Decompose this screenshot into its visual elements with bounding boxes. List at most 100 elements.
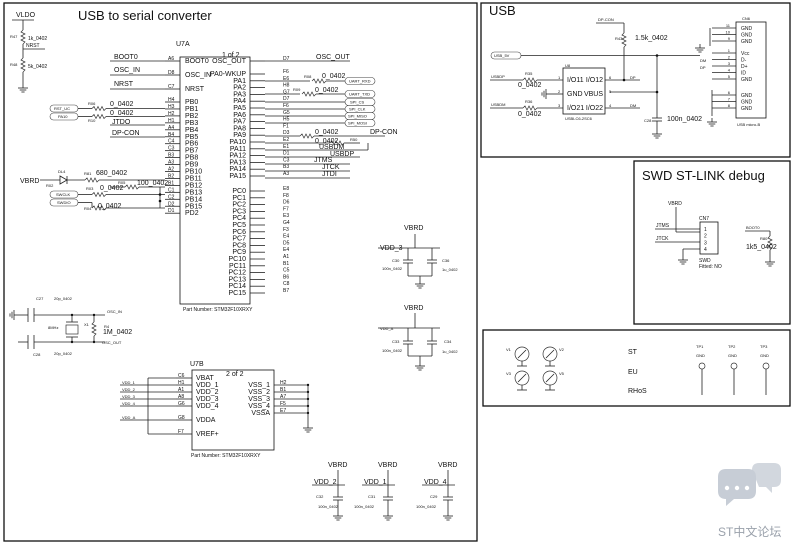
c31-ref: C31 <box>368 494 376 499</box>
u7b-right-pin-name: VSS_4 <box>248 403 270 410</box>
c31-value: 100n_0402 <box>354 504 375 509</box>
u7a-part-of: 1 of 2 <box>222 52 240 59</box>
u7a-right-pin-name: PC7 <box>232 236 246 243</box>
r-usbdp-ref: R35 <box>525 71 533 76</box>
c34-ref: C34 <box>444 339 452 344</box>
u7a-right-pins: D7OSC_OUTF6PA0-WKUPE6PA1H8PA2G7PA3D7PA4F… <box>210 56 290 297</box>
r-pa9-value: 0_0402 <box>315 129 338 136</box>
usb-serial-panel <box>3 2 478 542</box>
u7b-left-pin-name: VBAT <box>196 375 214 382</box>
c-usb-ref: C28 <box>644 118 652 123</box>
c30-ref: C30 <box>392 258 400 263</box>
u7a-right-pin-num: H8 <box>283 83 290 89</box>
usb-conn-pin-num: 5 <box>728 74 731 79</box>
u7a-left-pin-name: PB9 <box>185 162 198 169</box>
u7a-right-pin-num: E6 <box>283 76 289 82</box>
usb-panel <box>480 2 791 158</box>
usbdm-net-u7a: USBDM <box>319 144 344 151</box>
u7a-right-pin-name: PA9 <box>233 132 246 139</box>
u7a-left-pin-num: C3 <box>168 146 175 152</box>
usb-serial-title: USB to serial converter <box>78 8 212 23</box>
usb-conn-pin-name: Vcc <box>741 51 750 57</box>
watermark-text: ST中文论坛 <box>718 524 781 539</box>
r-100-value: 100_0402 <box>137 180 168 187</box>
u7a-right-pin-name: PA15 <box>229 173 246 180</box>
led-ref: DL4 <box>58 169 66 174</box>
u7b-right-pin-name: VSS_1 <box>248 382 270 389</box>
u7a-left-pin-name: PB7 <box>185 148 198 155</box>
spi-cs-tag: SPI_CS <box>350 100 365 105</box>
u7a-left-pin-num: C1 <box>168 187 175 193</box>
r-swdio-ref: R04 <box>84 206 92 211</box>
u7a-right-pin-name: PA14 <box>229 166 246 173</box>
rst-uc-tag: RST_UC <box>54 106 70 111</box>
swd-jtms: JTMS <box>656 223 670 229</box>
dp-con-net-left: DP-CON <box>112 130 140 137</box>
usb-conn-pin-name: GND <box>741 26 753 32</box>
vbrd-c33-label: VBRD <box>404 305 423 312</box>
legend-rhos: RHoS <box>628 388 647 395</box>
vdd1-net: VDD_1 <box>364 479 387 486</box>
legend-switch-ref: V1 <box>506 347 512 352</box>
u7b-net-label: VDD_A <box>122 415 136 420</box>
u7a-ref: U7A <box>176 41 190 48</box>
u7a-right-pin-name: PA0-WKUP <box>210 71 246 78</box>
legend-switch-ref: V2 <box>559 347 565 352</box>
c33-value: 100n_0402 <box>382 348 403 353</box>
u7a-right-pin-name: PA8 <box>233 125 246 132</box>
u7a-right-pin-name: PC0 <box>232 188 246 195</box>
u7a-left-pin-name: PB8 <box>185 155 198 162</box>
c36-value: 1u_0402 <box>442 267 458 272</box>
u7a-right-pin-num: C8 <box>283 281 290 287</box>
u7a-right-pin-num: F8 <box>283 193 289 199</box>
r-pa10b-ref: R50 <box>350 137 358 142</box>
usb-conn-pin-name: GND <box>741 39 753 45</box>
vbrd-c31-label: VBRD <box>378 462 397 469</box>
r-pa10b-value: 0_0402 <box>315 138 338 145</box>
usbdm-usb: USBDM <box>491 102 505 107</box>
cn7-pin-num: 2 <box>704 234 707 240</box>
r-txd-ref: R09 <box>293 87 301 92</box>
jtdi-net: JTDI <box>322 171 337 178</box>
usblc-right-pin-num: 4 <box>609 103 612 108</box>
u7b-left-pin-name: VREF+ <box>196 431 219 438</box>
u7a-right-pin-num: D6 <box>283 200 290 206</box>
legend-tp-ring <box>762 362 770 370</box>
legend-switch-knob <box>545 349 555 359</box>
u7a-right-pin-num: C3 <box>283 157 290 163</box>
r-usbdp-value: 0_0402 <box>518 82 541 89</box>
led-r-ref: R81 <box>84 171 92 176</box>
c27-value: 20p_0402 <box>54 296 73 301</box>
jtms-net: JTMS <box>314 157 333 164</box>
u7a-right-pin-num: D1 <box>283 151 290 157</box>
legend-switch-knob <box>517 373 527 383</box>
u7b-left-pin-name: VDD_2 <box>196 389 219 396</box>
r-1m-ref: R4 <box>104 324 110 329</box>
legend-tp-net: GND <box>760 353 769 358</box>
spi-miso-tag: SPI_MISO <box>348 114 367 119</box>
u7a-left-pin-num: A6 <box>168 56 174 62</box>
legend-switch-ref: V5 <box>559 371 565 376</box>
r-boot-ref: R80 <box>760 236 768 241</box>
u7b-right-pin-name: VSSA <box>251 410 270 417</box>
legend-eu: EU <box>628 369 638 376</box>
legend-tp-ref: TP1 <box>696 344 704 349</box>
cn7-body <box>699 221 719 255</box>
u7a-left-pin-name: NRST <box>185 86 205 93</box>
usb-conn-pin-name: GND <box>741 100 753 106</box>
u7b-right-pin-name: VSS_2 <box>248 389 270 396</box>
u7b-left-pin-num: A1 <box>178 387 184 393</box>
vdd3-net: VDD_3 <box>380 245 403 252</box>
crystal-ref: X1 <box>84 322 90 327</box>
u7a-right-pin-name: PC12 <box>228 270 246 277</box>
r-1m-value: 1M_0402 <box>103 329 132 336</box>
u7a-left-pin-num: A4 <box>168 125 174 131</box>
u7a-right-pin-num: G4 <box>283 220 290 226</box>
usb-conn-pin-name: GND <box>741 33 753 39</box>
usblc-body <box>562 67 606 115</box>
u7a-right-pin-name: PA3 <box>233 91 246 98</box>
u7a-left-pin-name: PB14 <box>185 196 202 203</box>
u7b-right-pin-num: A7 <box>280 394 286 400</box>
